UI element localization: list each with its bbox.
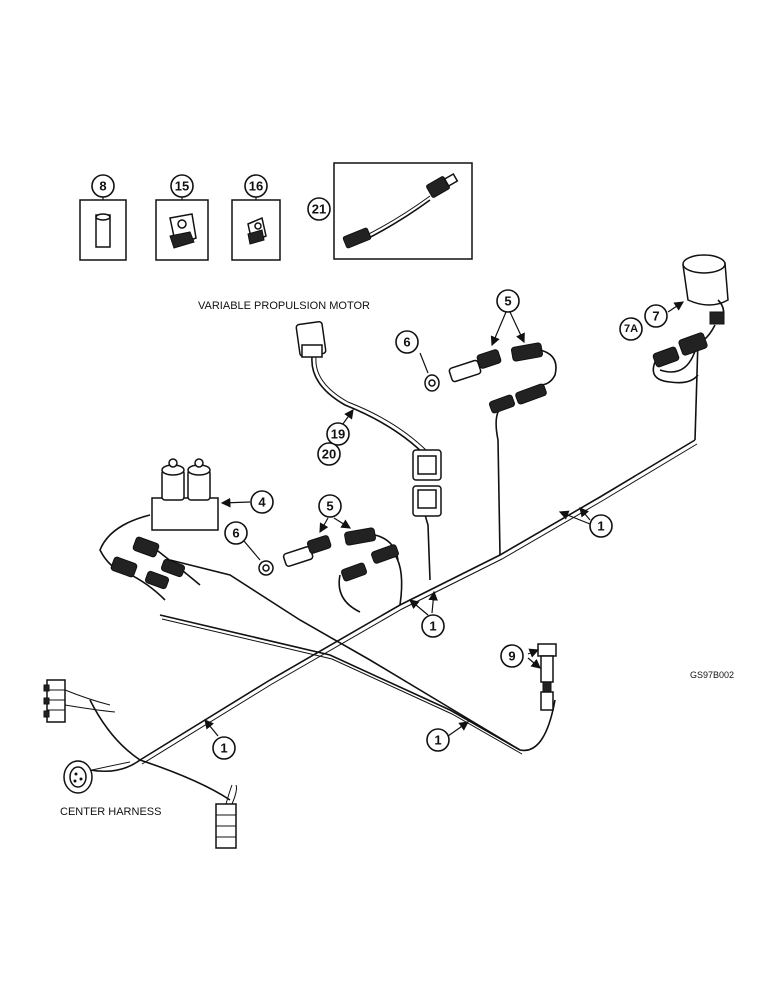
callout-16 [244, 174, 268, 198]
label-variable-propulsion-motor: VARIABLE PROPULSION MOTOR [198, 300, 370, 312]
callout-9 [500, 644, 524, 668]
callout-6-lower-text: 6 [232, 526, 239, 541]
callout-20-text: 20 [322, 447, 336, 462]
callout-21 [307, 197, 331, 221]
label-figure-code: GS97B002 [690, 670, 734, 680]
lower-sensor-group: 6 5 [224, 494, 399, 582]
callout-19 [326, 422, 350, 446]
callout-1-middle [421, 614, 445, 638]
callout-1-left [212, 736, 236, 760]
callout-8 [91, 174, 115, 198]
callout-7 [644, 304, 668, 328]
harness-callouts: 1 1 1 1 [204, 507, 613, 760]
callout-4 [250, 490, 274, 514]
callout-1-right [589, 514, 613, 538]
callout-19-text: 19 [331, 427, 345, 442]
callout-8-text: 8 [99, 179, 106, 194]
callout-7a [619, 317, 643, 341]
callout-1-right-text: 1 [597, 519, 604, 534]
callout-5-lower-text: 5 [326, 499, 333, 514]
inset-part-15: 15 [155, 174, 209, 261]
callout-5-upper-text: 5 [504, 294, 511, 309]
inset-part-16: 16 [231, 174, 281, 261]
callout-6-lower [224, 521, 248, 545]
callout-15-text: 15 [175, 179, 189, 194]
inset-part-8: 8 [79, 174, 127, 261]
callout-15 [170, 174, 194, 198]
callout-16-text: 16 [249, 179, 263, 194]
callout-5-lower [318, 494, 342, 518]
main-harness-wires [89, 339, 699, 801]
callout-1-middle-text: 1 [429, 619, 436, 634]
callout-21-text: 21 [312, 202, 326, 217]
callout-1-left-text: 1 [220, 741, 227, 756]
callout-1-lower [426, 728, 450, 752]
callout-6-upper [395, 330, 419, 354]
callout-9-text: 9 [508, 649, 515, 664]
callout-1-lower-text: 1 [434, 733, 441, 748]
callout-7-text: 7 [652, 309, 659, 324]
callout-5-upper [496, 289, 520, 313]
callout-7a-text: 7A [624, 323, 638, 335]
sensor-9: 9 [500, 643, 557, 711]
label-center-harness: CENTER HARNESS [60, 806, 161, 818]
callout-6-upper-text: 6 [403, 335, 410, 350]
solenoid-valve-4: 4 [110, 458, 274, 590]
propulsion-motor-connector: 19 20 [295, 320, 442, 517]
motor-7: 7 7A [619, 254, 729, 384]
center-harness-connectors [43, 679, 237, 849]
upper-sensor-group: 6 5 [395, 289, 557, 414]
callout-20 [317, 442, 341, 466]
callout-4-text: 4 [258, 495, 266, 510]
inset-part-21: 21 [307, 162, 473, 260]
